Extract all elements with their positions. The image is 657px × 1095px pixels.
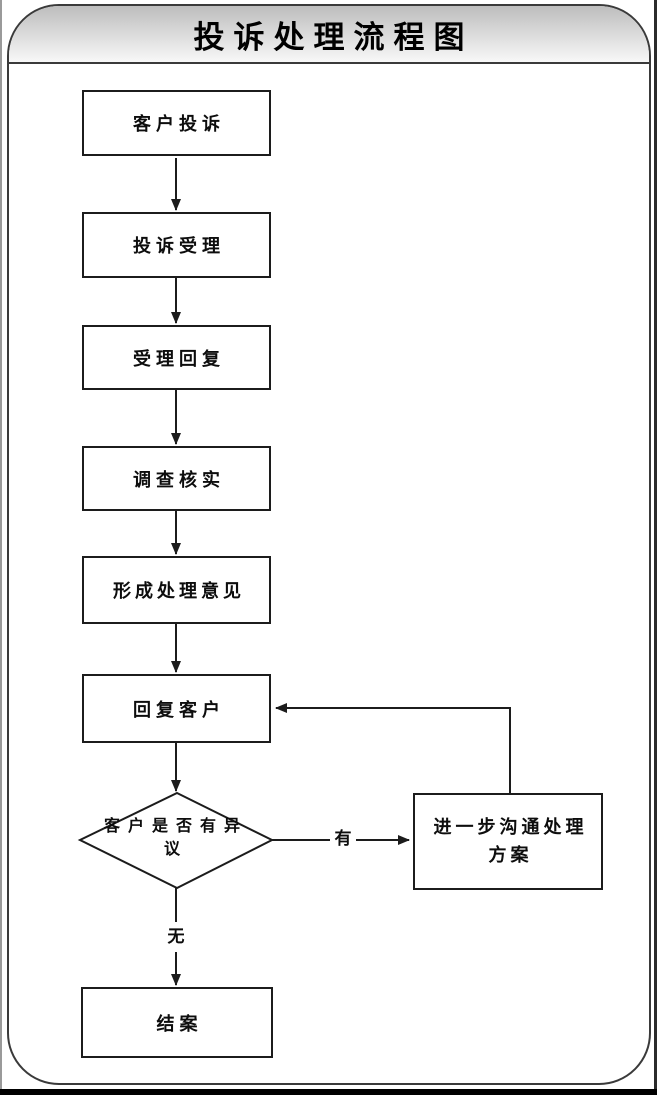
node-form-handling-opinion: 形成处理意见: [82, 556, 271, 624]
node-label: 调查核实: [133, 469, 225, 490]
node-label: 受理回复: [133, 348, 225, 369]
node-label: 形成处理意见: [113, 581, 245, 601]
node-label: 投诉受理: [133, 236, 225, 256]
node-reply-customer: 回复客户: [82, 674, 271, 743]
page-right-edge: [654, 0, 657, 1095]
decision-label: 客户是否有异议: [103, 818, 248, 859]
edge-label-yes: 有: [330, 826, 356, 853]
node-complaint-acceptance: 投诉受理: [82, 212, 271, 278]
node-acceptance-reply: 受理回复: [82, 325, 271, 390]
edge-label-no: 无: [162, 922, 190, 952]
page-title: 投诉处理流程图: [193, 19, 474, 55]
flowchart-frame: 投诉处理流程图: [7, 4, 651, 1085]
page-bottom-edge: [0, 1089, 657, 1095]
node-label: 进一步沟通处理方案: [433, 816, 588, 865]
node-customer-complaint: 客户投诉: [82, 90, 271, 156]
title-banner: 投诉处理流程图: [9, 6, 649, 64]
node-label: 客户投诉: [133, 114, 225, 134]
node-close-case: 结案: [81, 987, 273, 1058]
node-investigation-verification: 调查核实: [82, 446, 271, 511]
page-left-edge: [0, 0, 2, 1095]
node-label: 结案: [156, 1013, 203, 1034]
node-further-communication: 进一步沟通处理方案: [413, 793, 603, 890]
node-label: 回复客户: [133, 699, 225, 720]
